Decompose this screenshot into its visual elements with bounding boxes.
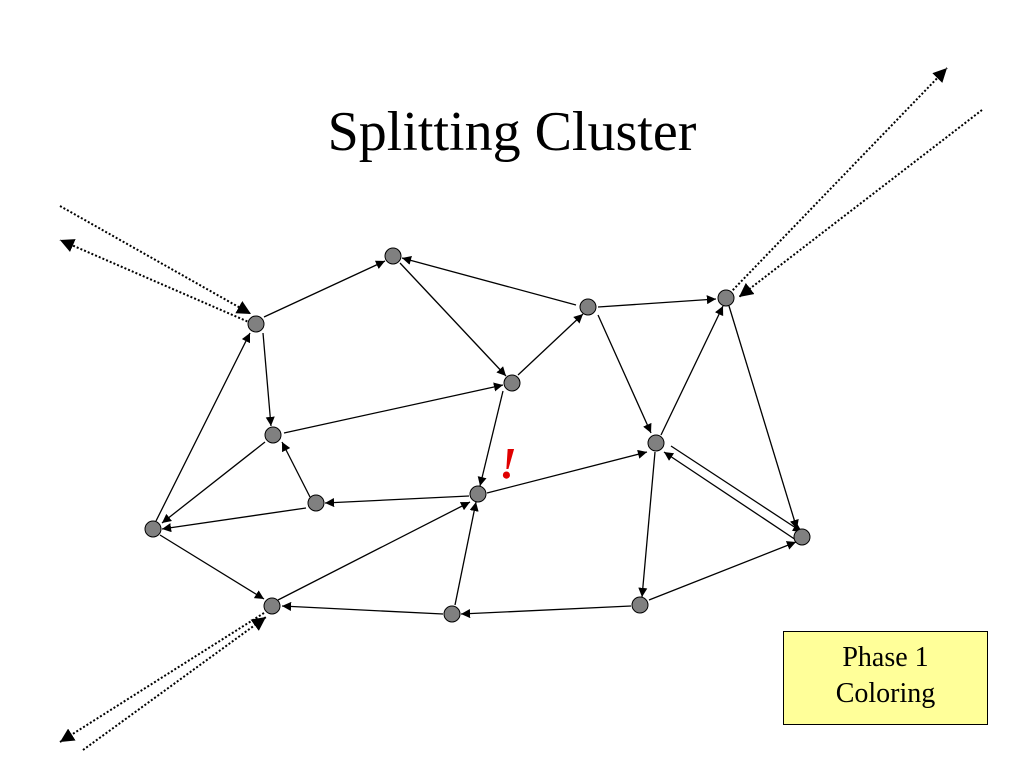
graph-node: [631, 596, 649, 614]
graph-node: [264, 426, 282, 444]
graph-node: [307, 494, 325, 512]
edge: [597, 314, 652, 434]
graph-node: [384, 247, 402, 265]
graph-node: [443, 605, 461, 623]
edge: [159, 534, 265, 600]
graph-nodes: [144, 247, 811, 623]
edge: [660, 305, 724, 436]
external-edge-top-left-in: [59, 205, 252, 315]
edge: [277, 501, 471, 601]
edge: [281, 441, 311, 498]
external-edges: [59, 67, 983, 751]
edge: [324, 495, 470, 508]
phase-note-line2: Coloring: [835, 678, 936, 709]
edge: [161, 507, 307, 533]
external-edge-top-left-out: [59, 239, 252, 324]
edge: [477, 390, 504, 487]
graph-node: [247, 315, 265, 333]
graph-node: [793, 528, 811, 546]
edge: [517, 313, 584, 376]
edge: [486, 449, 648, 494]
double-edge: [663, 445, 803, 541]
edge: [728, 305, 799, 530]
edge: [401, 255, 577, 306]
graph-node: [717, 289, 735, 307]
edge: [263, 260, 386, 318]
edge: [454, 501, 479, 606]
edge: [283, 382, 504, 434]
graph-node: [579, 298, 597, 316]
external-edge-top-right-in: [738, 109, 983, 298]
edge: [648, 541, 797, 601]
external-edge-bottom-left-out: [59, 612, 265, 743]
edge: [281, 601, 444, 615]
edge: [155, 332, 251, 522]
graph-node: [263, 597, 281, 615]
edge: [597, 295, 717, 308]
phase-note-line1: Phase 1: [842, 642, 929, 673]
external-edge-top-right-out: [729, 67, 948, 294]
edge: [399, 262, 507, 377]
alert-mark: !: [499, 439, 516, 488]
phase-note: Phase 1 Coloring: [783, 631, 988, 725]
internal-edges: [155, 255, 799, 619]
edge: [460, 605, 632, 619]
graph-node: [647, 434, 665, 452]
edge: [638, 451, 656, 598]
slide-title: Splitting Cluster: [327, 101, 697, 163]
external-edge-bottom-left-in: [82, 616, 267, 751]
graph-node: [144, 520, 162, 538]
graph-node: [503, 374, 521, 392]
graph-node: [469, 485, 487, 503]
edge: [262, 332, 275, 427]
edge: [161, 441, 266, 524]
